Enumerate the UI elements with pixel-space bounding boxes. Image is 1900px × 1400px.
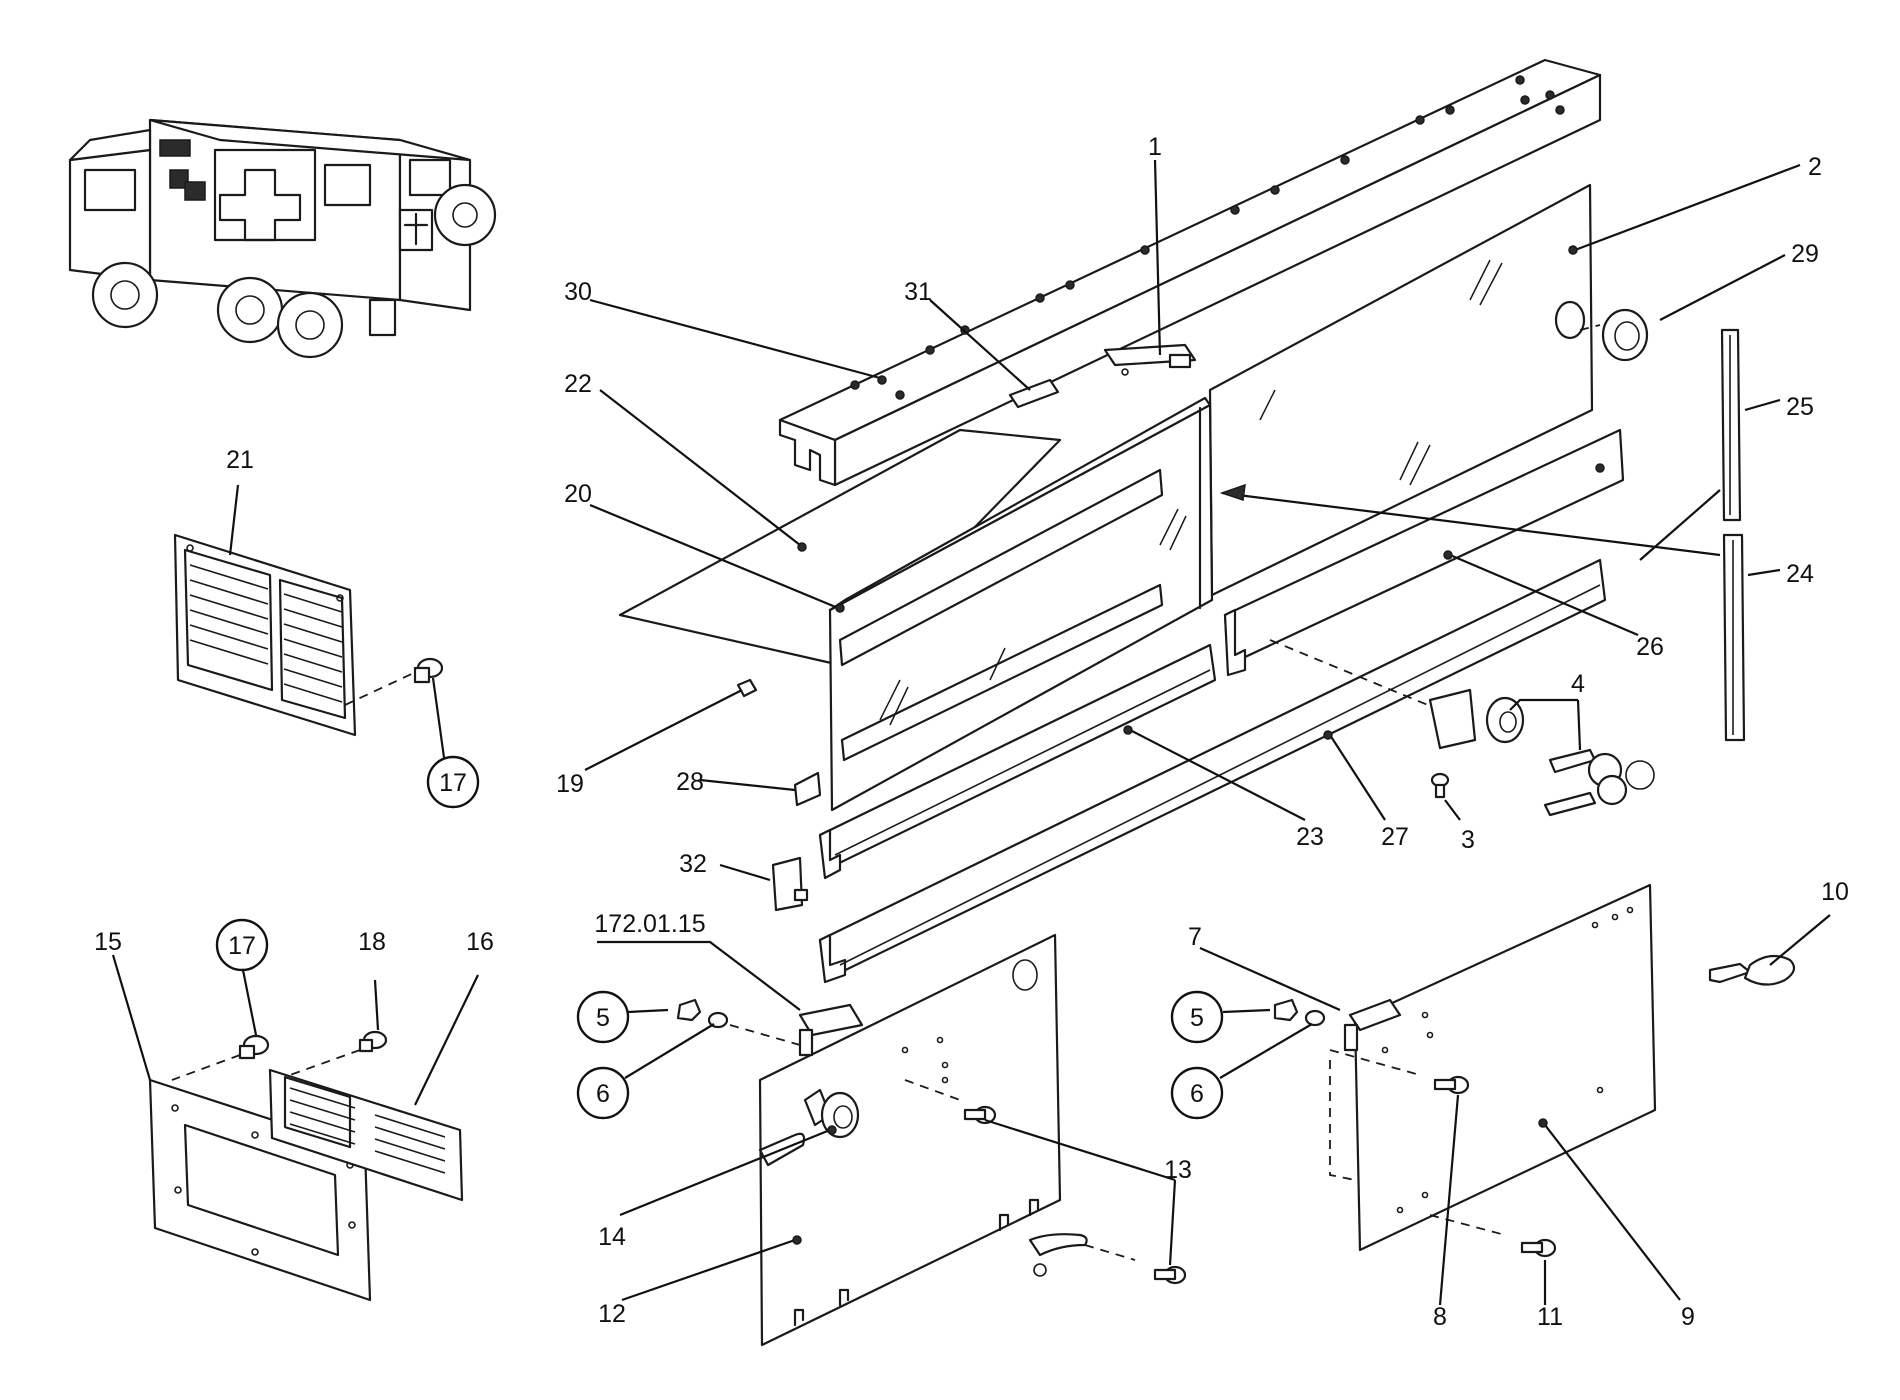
part-26-upper-channel: [1223, 428, 1625, 677]
part-31-slider-block: [1008, 378, 1060, 409]
ref-172-01-15-bracket: [798, 1003, 864, 1057]
leader-lines: [111, 159, 1831, 1306]
part-9-door-panel: [1353, 883, 1657, 1252]
label-5-left: 5: [596, 1004, 610, 1032]
label-7: 7: [1188, 923, 1202, 951]
callout-circle-5-right: [1170, 990, 1224, 1044]
part-22-floor-sheet: [618, 428, 1062, 667]
part-10-key: [1708, 954, 1796, 986]
label-9: 9: [1681, 1303, 1695, 1331]
label-21: 21: [226, 446, 254, 474]
label-27: 27: [1381, 823, 1409, 851]
part-17-screw-upper: [344, 657, 444, 706]
part-27-bottom-rail: [818, 558, 1607, 984]
label-29: 29: [1791, 240, 1819, 268]
label-18: 18: [358, 928, 386, 956]
label-6-left: 6: [596, 1080, 610, 1108]
label-ref-172-01-15: 172.01.15: [594, 910, 705, 938]
label-30: 30: [564, 278, 592, 306]
label-22: 22: [564, 370, 592, 398]
part-labels: 1 2 29 30 31 22 25 21 20 24 26 4 19 28 1…: [94, 133, 1849, 1331]
label-5-right: 5: [1190, 1004, 1204, 1032]
part-18-screw: [289, 1030, 388, 1076]
part-24-vertical-seal: [1722, 533, 1746, 742]
label-32: 32: [679, 850, 707, 878]
part-21-vent-grille: [173, 533, 357, 737]
part-8-screw: [1329, 1049, 1470, 1095]
label-3: 3: [1461, 826, 1475, 854]
label-4: 4: [1571, 670, 1585, 698]
part-23-lower-channel: [818, 643, 1217, 880]
part-4-lock-and-keys: [1269, 639, 1655, 817]
part-28-bracket: [793, 771, 822, 807]
label-6-right: 6: [1190, 1080, 1204, 1108]
callout-circle-6-right: [1170, 1066, 1224, 1120]
label-20: 20: [564, 480, 592, 508]
part-30-top-rail: [778, 58, 1602, 487]
part-32-clip: [771, 856, 809, 912]
part-6-washer-left: [707, 1011, 801, 1046]
callout-circle-17-lower: [215, 918, 269, 972]
label-1: 1: [1148, 133, 1162, 161]
part-5-nut-left: [676, 998, 702, 1022]
label-17-lower: 17: [228, 932, 256, 960]
label-2: 2: [1808, 153, 1822, 181]
part-11-screw: [1329, 1060, 1557, 1258]
label-11: 11: [1537, 1303, 1563, 1331]
label-15: 15: [94, 928, 122, 956]
part-20-sliding-glass-panel: [828, 396, 1214, 812]
ambulance-vehicle-illustration: [68, 118, 497, 359]
label-14: 14: [598, 1223, 626, 1251]
part-25-vertical-seal: [1720, 328, 1742, 522]
label-8: 8: [1433, 1303, 1447, 1331]
label-13: 13: [1164, 1156, 1192, 1184]
callout-circle-5-left: [576, 990, 630, 1044]
part-12-door-panel: [758, 933, 1062, 1347]
label-26: 26: [1636, 633, 1664, 661]
part-1-latch-bracket: [1103, 343, 1197, 376]
label-24: 24: [1786, 560, 1814, 588]
label-10: 10: [1821, 878, 1849, 906]
callout-circle-6-left: [576, 1066, 630, 1120]
part-16-louvre-vent: [268, 1068, 464, 1202]
part-29-grommet: [1579, 308, 1649, 362]
part-3-screw: [1430, 772, 1450, 799]
label-23: 23: [1296, 823, 1324, 851]
callout-circle-17-upper: [426, 755, 480, 809]
part-6-washer-right: [1304, 1009, 1326, 1027]
part-19-pin: [736, 678, 758, 698]
label-31: 31: [904, 278, 932, 306]
label-16: 16: [466, 928, 494, 956]
label-17-upper: 17: [439, 769, 467, 797]
part-7-bracket: [1343, 998, 1402, 1052]
label-19: 19: [556, 770, 584, 798]
part-17-screw-lower: [171, 1034, 270, 1081]
label-12: 12: [598, 1300, 626, 1328]
part-13-screw-and-stay: [904, 1079, 1187, 1285]
label-28: 28: [676, 768, 704, 796]
part-5-nut-right: [1273, 998, 1299, 1022]
label-25: 25: [1786, 393, 1814, 421]
